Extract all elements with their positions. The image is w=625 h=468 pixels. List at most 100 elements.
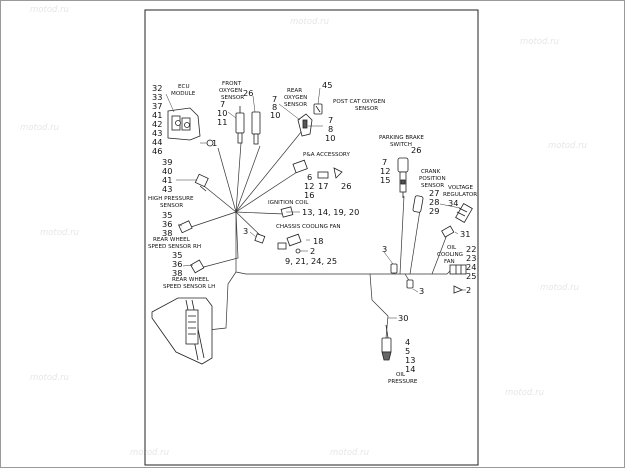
- callout: 23: [466, 253, 476, 263]
- caption-pga: P&A ACCESSORY: [303, 152, 350, 158]
- leader-lines: [165, 87, 466, 319]
- callout: 10: [270, 110, 280, 120]
- rear-wheel-speed-sensor-rh: [178, 220, 193, 234]
- component-captions: ECU MODULE FRONT OXYGEN SENSOR REAR OXYG…: [148, 81, 477, 385]
- caption-oil-fan: COOLING: [437, 252, 463, 258]
- callout: 27: [429, 188, 439, 198]
- callout: 38: [162, 228, 172, 238]
- caption-front-oxygen: OXYGEN: [219, 88, 242, 94]
- caption-rear-oxygen: OXYGEN: [284, 95, 307, 101]
- callout: 35: [172, 250, 182, 260]
- callout: 7: [382, 157, 387, 167]
- caption-oil-fan: FAN: [444, 259, 455, 265]
- watermark: motod.ru: [130, 448, 169, 458]
- caption-parking-brake: PARKING BRAKE: [379, 135, 424, 141]
- caption-chassis-fan: CHASSIS COOLING FAN: [276, 224, 341, 230]
- high-pressure-sensor: [194, 173, 209, 192]
- callout: 30: [398, 313, 408, 323]
- callout: 37: [152, 101, 162, 111]
- caption-post-cat: POST CAT OXYGEN: [333, 99, 385, 105]
- callout: 3: [419, 286, 424, 296]
- caption-crank: CRANK: [421, 169, 441, 175]
- callout: 10: [217, 108, 227, 118]
- callout: 17: [318, 181, 328, 191]
- callout: 36: [172, 259, 182, 269]
- callout: 38: [172, 268, 182, 278]
- caption-ecu: MODULE: [171, 91, 196, 97]
- harness-wires: [187, 125, 453, 339]
- callout: 3: [382, 244, 387, 254]
- watermark: motod.ru: [40, 228, 79, 238]
- callout: 22: [466, 244, 476, 254]
- callout: 24: [466, 262, 476, 272]
- callout: 26: [341, 181, 351, 191]
- callout: 18: [313, 236, 323, 246]
- caption-parking-brake: SWITCH: [390, 142, 412, 148]
- callout: 15: [380, 175, 390, 185]
- rear-oxygen-sensor: [297, 113, 313, 137]
- callout: 42: [152, 119, 162, 129]
- chassis-cooling-fan: [277, 233, 302, 254]
- callout: 9, 21, 24, 25: [285, 256, 337, 266]
- watermark: motod.ru: [20, 123, 59, 133]
- parking-brake-switch: [397, 157, 409, 198]
- callout: 31: [460, 229, 470, 239]
- watermark: motod.ru: [548, 141, 587, 151]
- screw-icon: [453, 285, 463, 294]
- callout: 7: [328, 115, 333, 125]
- callout: 12: [304, 181, 314, 191]
- caption-front-oxygen: SENSOR: [221, 95, 244, 101]
- watermark: motod.ru: [330, 448, 369, 458]
- callout: 2: [466, 285, 471, 295]
- callout: 33: [152, 92, 162, 102]
- callout: 5: [405, 346, 410, 356]
- callout: 26: [411, 145, 421, 155]
- watermark: motod.ru: [540, 283, 579, 293]
- caption-voltage-regulator: REGULATOR: [443, 192, 477, 198]
- voltage-regulator: [455, 203, 473, 223]
- callout: 7: [272, 94, 277, 104]
- callout: 13: [405, 355, 415, 365]
- callout: 44: [152, 137, 162, 147]
- callout-numbers: 32 33 37 41 42 43 44 46 1 26 7 10 11 7 8…: [152, 80, 476, 374]
- ecu-module: [167, 107, 214, 147]
- caption-rear-wheel-rh: REAR WHEEL: [153, 237, 191, 243]
- caption-front-oxygen: FRONT: [222, 81, 242, 87]
- post-cat-oxygen-sensor: [313, 103, 323, 115]
- callout: 25: [466, 271, 476, 281]
- caption-crank: SENSOR: [421, 183, 444, 189]
- caption-crank: POSITION: [419, 176, 446, 182]
- callout: 39: [162, 157, 172, 167]
- caption-rear-wheel-lh: SPEED SENSOR LH: [163, 284, 215, 290]
- watermark: motod.ru: [290, 17, 329, 27]
- callout: 3: [243, 226, 248, 236]
- callout: 34: [448, 198, 458, 208]
- watermark: motod.ru: [505, 388, 544, 398]
- callout: 40: [162, 166, 172, 176]
- callout: 8: [272, 102, 277, 112]
- watermark: motod.ru: [30, 5, 69, 15]
- callout: 16: [304, 190, 314, 200]
- connector-31: [441, 225, 455, 238]
- callout: 28: [429, 197, 439, 207]
- caption-rear-wheel-lh: REAR WHEEL: [172, 277, 210, 283]
- callout: 46: [152, 146, 162, 156]
- callout: 2: [310, 246, 315, 256]
- pga-accessory: [292, 159, 343, 179]
- callout: 36: [162, 219, 172, 229]
- drawing-border: [144, 9, 479, 466]
- watermark-layer: motod.ru motod.ru motod.ru motod.ru moto…: [20, 5, 587, 458]
- caption-oil-pressure: OIL: [396, 372, 406, 378]
- caption-ecu: ECU: [178, 84, 190, 90]
- harness-clip: [390, 263, 414, 289]
- callout: 11: [217, 117, 227, 127]
- callout: 41: [152, 110, 162, 120]
- callout: 45: [322, 80, 332, 90]
- callout: 6: [307, 172, 312, 182]
- callout: 7: [220, 99, 225, 109]
- callout: 35: [162, 210, 172, 220]
- callout: 13, 14, 19, 20: [302, 207, 359, 217]
- caption-high-pressure: SENSOR: [160, 203, 183, 209]
- caption-oil-pressure: PRESSURE: [388, 379, 418, 385]
